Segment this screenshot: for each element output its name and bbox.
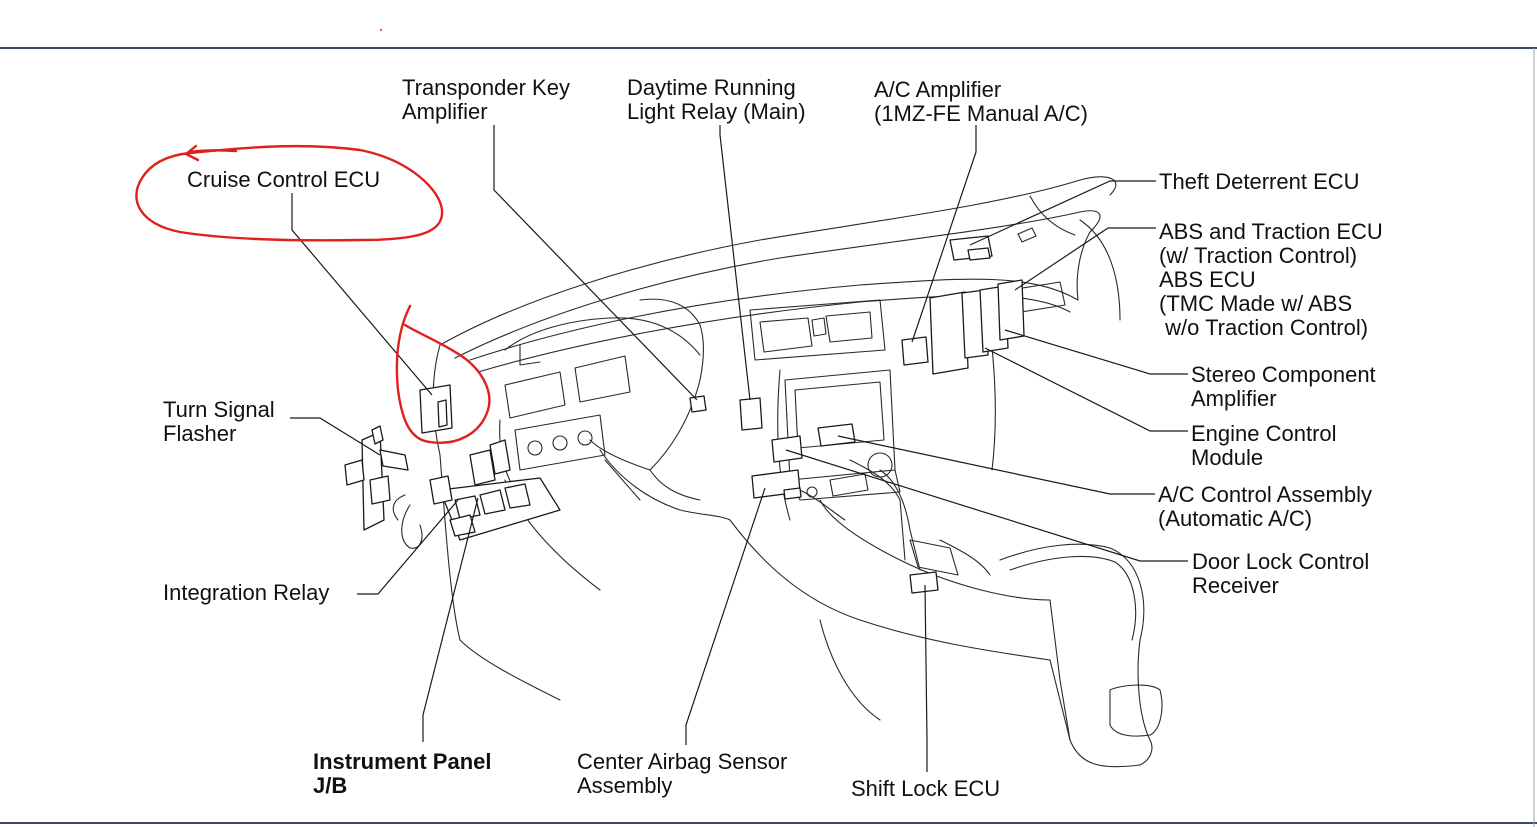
component-shapes xyxy=(344,235,1025,594)
leader-integration-relay xyxy=(357,499,459,595)
leader-center-airbag xyxy=(685,487,766,745)
transponder-key-amplifier-box xyxy=(689,395,707,413)
component-labels: Transponder Key Amplifier Daytime Runnin… xyxy=(163,75,1389,801)
label-ac-amplifier: A/C Amplifier (1MZ-FE Manual A/C) xyxy=(874,77,1088,126)
leader-door-lock xyxy=(785,449,1188,562)
label-center-airbag-sensor-assembly: Center Airbag Sensor Assembly xyxy=(577,749,793,798)
leader-ac-amplifier xyxy=(911,125,977,343)
leader-theft-deterrent xyxy=(969,180,1156,246)
label-shift-lock-ecu: Shift Lock ECU xyxy=(851,776,1000,801)
label-turn-signal-flasher: Turn Signal Flasher xyxy=(163,397,281,446)
label-ac-control-assembly: A/C Control Assembly (Automatic A/C) xyxy=(1158,482,1378,531)
label-engine-control-module: Engine Control Module xyxy=(1191,421,1343,470)
leader-daytime-relay xyxy=(719,125,751,401)
markup-ellipse-cruise-ecu xyxy=(395,304,491,444)
leader-cruise-control xyxy=(291,193,433,396)
label-transponder-key-amplifier: Transponder Key Amplifier xyxy=(402,75,576,124)
label-stereo-component-amplifier: Stereo Component Amplifier xyxy=(1191,362,1382,411)
markup-arrow-head xyxy=(184,144,200,162)
label-abs-traction-ecu: ABS and Traction ECU (w/ Traction Contro… xyxy=(1159,219,1389,340)
cruise-control-ecu-box xyxy=(419,384,453,434)
label-daytime-running-light-relay: Daytime Running Light Relay (Main) xyxy=(627,75,806,124)
dashboard-illustration xyxy=(392,176,1163,768)
abs-ecu-box xyxy=(929,291,969,375)
markup-ellipse-cruise-label xyxy=(135,144,444,242)
leader-instrument-panel xyxy=(422,497,479,742)
ac-control-assembly-box xyxy=(817,423,856,447)
label-integration-relay: Integration Relay xyxy=(163,580,329,605)
shift-lock-ecu-box xyxy=(909,571,939,594)
leader-lines xyxy=(290,125,1188,772)
label-theft-deterrent-ecu: Theft Deterrent ECU xyxy=(1159,169,1360,194)
leader-transponder xyxy=(493,125,698,401)
ac-amplifier-box xyxy=(901,336,929,366)
stray-dot xyxy=(380,29,382,31)
leader-engine-control xyxy=(984,347,1188,432)
daytime-running-light-relay-box xyxy=(739,397,763,431)
leader-abs xyxy=(1014,227,1156,291)
door-lock-control-receiver-box xyxy=(771,435,803,463)
leader-ac-control xyxy=(837,435,1155,495)
leader-shift-lock xyxy=(924,584,928,772)
leader-turn-signal xyxy=(290,417,381,456)
label-door-lock-control-receiver: Door Lock Control Receiver xyxy=(1192,549,1375,598)
red-markup xyxy=(135,144,491,444)
label-instrument-panel-jb: Instrument Panel J/B xyxy=(313,749,498,798)
label-cruise-control-ecu: Cruise Control ECU xyxy=(187,167,380,192)
leader-stereo xyxy=(1004,329,1188,375)
